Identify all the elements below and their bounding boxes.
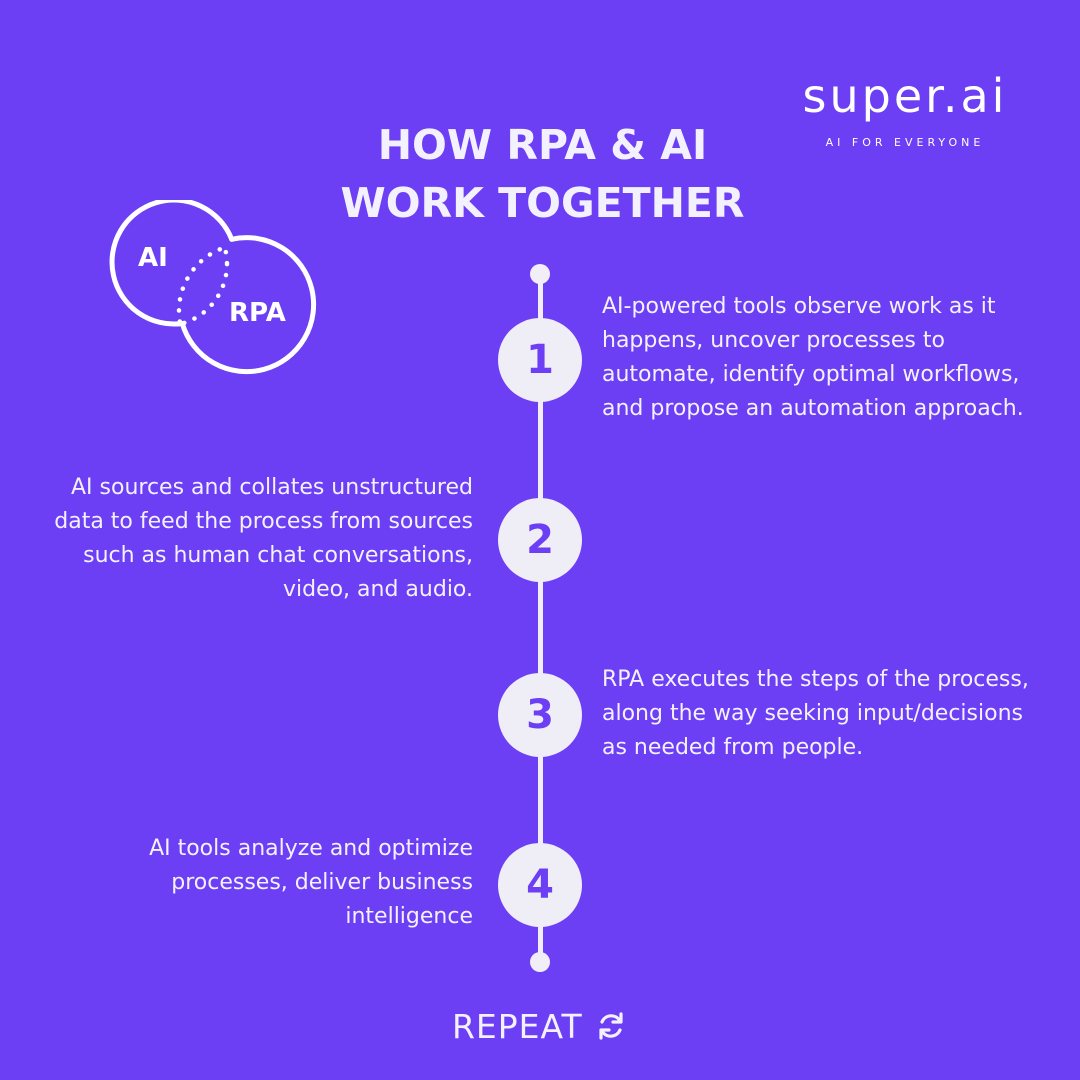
step-4-number: 4 bbox=[526, 862, 554, 908]
step-4-description: AI tools analyze and optimize processes,… bbox=[149, 836, 473, 929]
timeline-end-dot bbox=[530, 952, 550, 972]
venn-svg bbox=[109, 197, 317, 375]
timeline-start-dot bbox=[530, 264, 550, 284]
step-2-circle: 2 bbox=[498, 498, 582, 582]
logo-wordmark: super.ai bbox=[802, 69, 1008, 123]
step-3-number: 3 bbox=[526, 692, 554, 738]
title-line-2: WORK TOGETHER bbox=[340, 179, 745, 227]
step-2-number: 2 bbox=[526, 517, 554, 563]
venn-overlap-dotted-b bbox=[176, 241, 227, 326]
timeline-line bbox=[538, 272, 543, 962]
venn-overlap-dotted-a bbox=[179, 244, 230, 329]
step-1-description: AI-powered tools observe work as it happ… bbox=[602, 294, 1024, 421]
venn-label-ai: AI bbox=[138, 243, 168, 273]
refresh-icon bbox=[599, 1012, 623, 1040]
step-2-description: AI sources and collates unstructured dat… bbox=[54, 475, 473, 602]
venn-label-rpa: RPA bbox=[229, 298, 286, 328]
venn-circle-ai bbox=[109, 197, 235, 327]
step-3-description: RPA executes the steps of the process, a… bbox=[602, 667, 1029, 760]
step-4-circle: 4 bbox=[498, 843, 582, 927]
venn-diagram-icon: AI RPA bbox=[98, 197, 323, 385]
step-1-circle: 1 bbox=[498, 318, 582, 402]
step-3-circle: 3 bbox=[498, 673, 582, 757]
page-title: HOW RPA & AI WORK TOGETHER bbox=[290, 116, 795, 232]
logo-tagline: AI FOR EVERYONE bbox=[825, 136, 985, 149]
step-1-number: 1 bbox=[526, 337, 554, 383]
brand-logo: super.ai AI FOR EVERYONE bbox=[790, 70, 1020, 149]
venn-circle-rpa bbox=[179, 235, 317, 375]
title-line-1: HOW RPA & AI bbox=[377, 121, 708, 169]
repeat-label: REPEAT bbox=[452, 1006, 583, 1046]
repeat-footer: REPEAT bbox=[452, 1003, 627, 1049]
